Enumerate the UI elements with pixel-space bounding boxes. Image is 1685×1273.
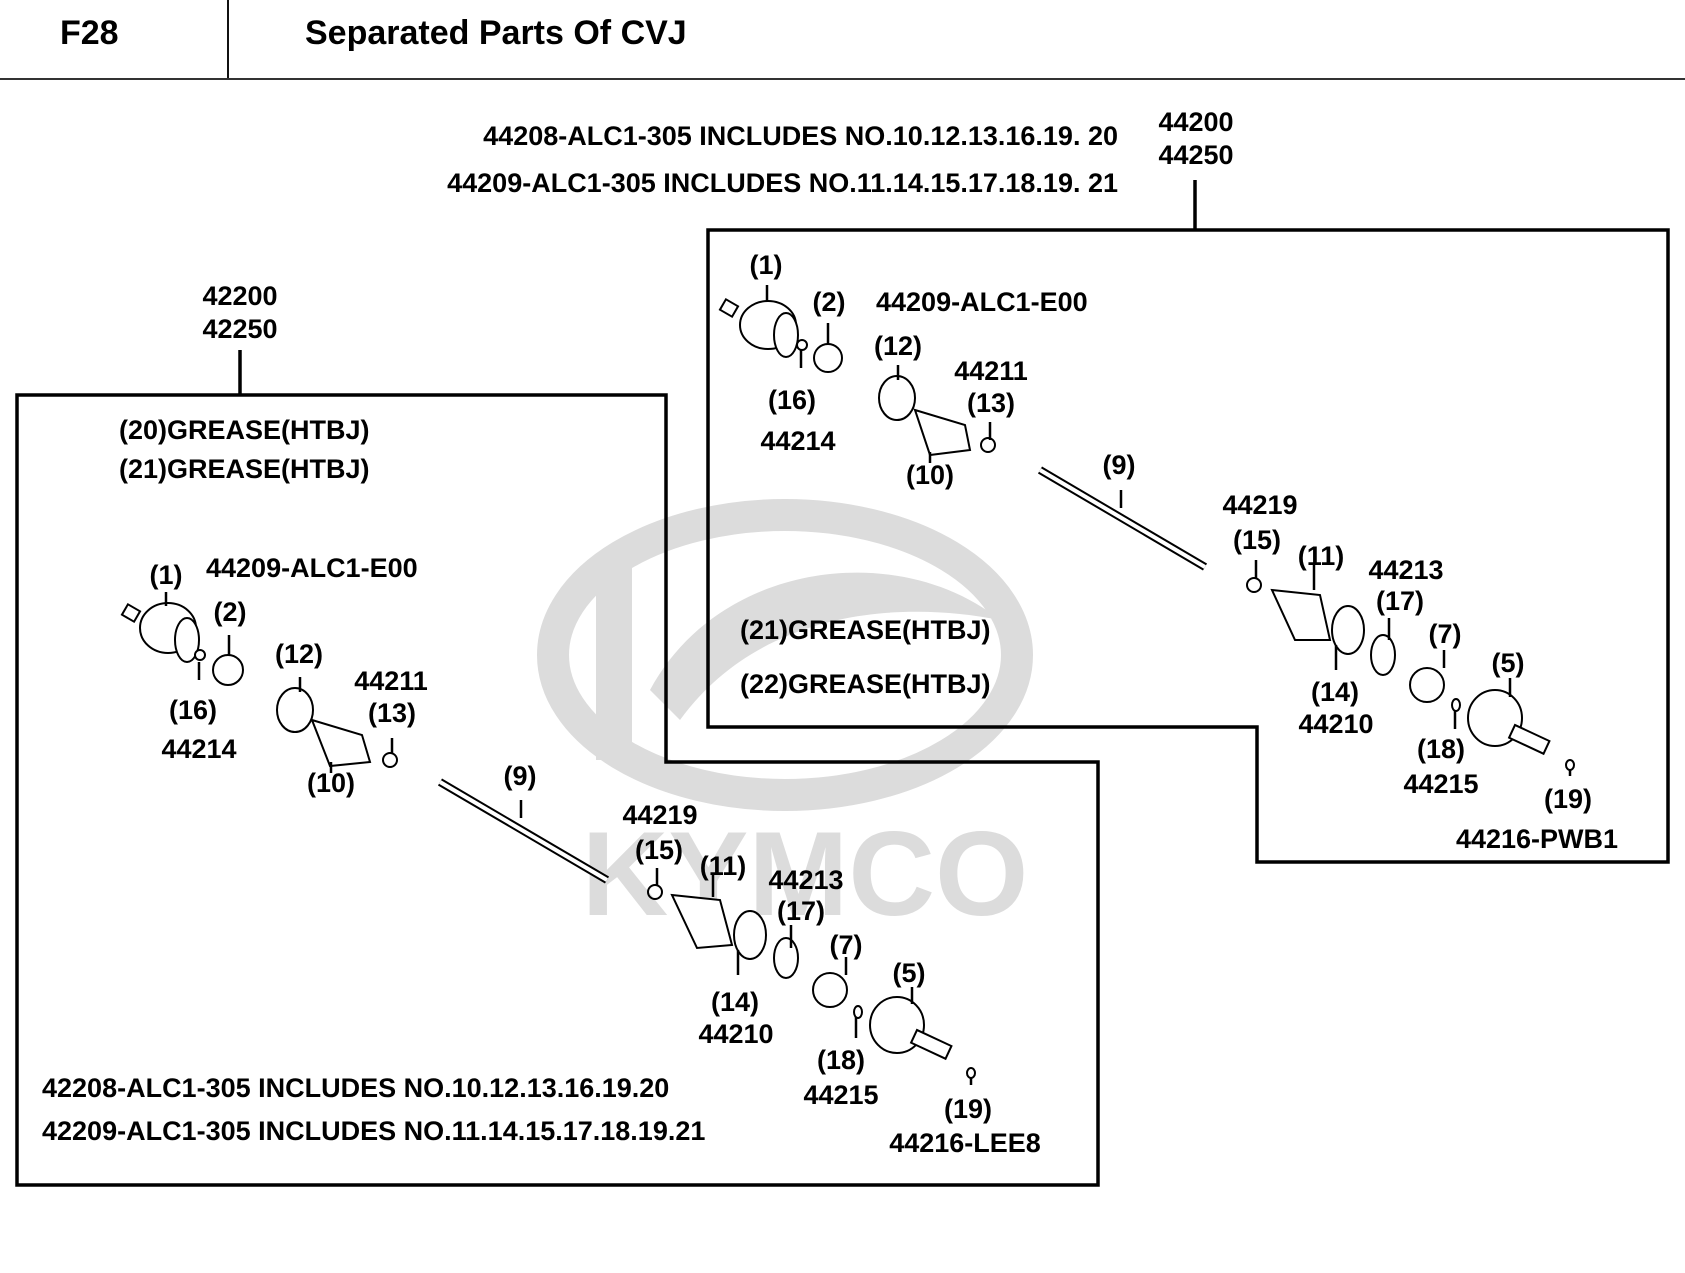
callout-10: (10) bbox=[306, 768, 356, 798]
callout-15: (15) bbox=[1232, 525, 1282, 555]
inner-race-7-part bbox=[812, 972, 848, 1008]
callout-2: (2) bbox=[812, 287, 846, 317]
callout-9: (9) bbox=[503, 761, 537, 791]
right-leader-lines bbox=[765, 285, 1572, 776]
part-number-19: 44216-PWB1 bbox=[1455, 824, 1619, 854]
part-number-19: 44216-LEE8 bbox=[889, 1128, 1041, 1158]
callout-17: (17) bbox=[1375, 586, 1425, 616]
figure-code: F28 bbox=[60, 14, 119, 52]
part-number-2: 44209-ALC1-E00 bbox=[206, 553, 418, 583]
callout-18: (18) bbox=[816, 1045, 866, 1075]
outer-boot-11-part bbox=[670, 893, 734, 950]
left-grease-note-1: (20)GREASE(HTBJ) bbox=[119, 415, 370, 445]
part-number-18: 44215 bbox=[803, 1080, 879, 1110]
left-parts bbox=[120, 602, 976, 1079]
left-leader-lines bbox=[164, 592, 973, 1085]
right-parts bbox=[718, 297, 1575, 771]
part-number-17: 44213 bbox=[768, 865, 844, 895]
stopper-ring-18-part bbox=[853, 1005, 863, 1019]
circlip-17-part bbox=[1370, 634, 1396, 676]
callout-11: (11) bbox=[1297, 541, 1345, 571]
right-kit-note-1: 44208-ALC1-305 INCLUDES NO.10.12.13.16.1… bbox=[483, 121, 1118, 151]
callout-9: (9) bbox=[1102, 450, 1136, 480]
callout-1: (1) bbox=[749, 250, 783, 280]
part-number-15: 44219 bbox=[1222, 490, 1298, 520]
inner-joint-housing-part bbox=[718, 297, 799, 358]
callout-5: (5) bbox=[1491, 648, 1525, 678]
part-number-15: 44219 bbox=[622, 800, 698, 830]
part-number-16: 44214 bbox=[161, 734, 237, 764]
part-number-14: 44210 bbox=[1298, 709, 1374, 739]
boot-band-12-part bbox=[878, 375, 916, 421]
part-number-13: 44211 bbox=[354, 666, 428, 696]
left-assembly-number-1: 42200 bbox=[202, 281, 278, 311]
tripod-joint-2-part bbox=[813, 343, 843, 373]
inner-boot-10-part bbox=[913, 408, 972, 457]
snap-ring-16-part bbox=[796, 339, 808, 351]
stopper-ring-18-part bbox=[1451, 698, 1461, 712]
callout-7: (7) bbox=[1428, 619, 1462, 649]
part-number-16: 44214 bbox=[760, 426, 836, 456]
right-assembly-number-1: 44200 bbox=[1158, 107, 1234, 137]
right-grease-note-2: (22)GREASE(HTBJ) bbox=[740, 669, 991, 699]
callout-14: (14) bbox=[1310, 677, 1360, 707]
left-kit-note-1: 42208-ALC1-305 INCLUDES NO.10.12.13.16.1… bbox=[42, 1073, 670, 1103]
callout-1: (1) bbox=[149, 560, 183, 590]
callout-19: (19) bbox=[943, 1094, 993, 1124]
snap-ring-16-part bbox=[194, 649, 206, 661]
callout-17: (17) bbox=[776, 896, 826, 926]
part-number-13: 44211 bbox=[954, 356, 1028, 386]
tripod-joint-2-part bbox=[212, 654, 244, 686]
right-assembly-frame bbox=[706, 228, 1670, 864]
watermark-ring bbox=[537, 499, 1033, 811]
callout-5: (5) bbox=[892, 958, 926, 988]
boot-band-14-part bbox=[733, 910, 767, 960]
callout-16: (16) bbox=[767, 385, 817, 415]
boot-band-15-part bbox=[647, 884, 663, 900]
callout-2: (2) bbox=[213, 597, 247, 627]
watermark-swoosh bbox=[650, 572, 1000, 720]
callout-7: (7) bbox=[829, 930, 863, 960]
left-assembly-frame bbox=[15, 393, 1100, 1187]
callout-13: (13) bbox=[966, 388, 1016, 418]
callout-11: (11) bbox=[699, 851, 747, 881]
right-kit-note-2: 44209-ALC1-305 INCLUDES NO.11.14.15.17.1… bbox=[447, 168, 1118, 198]
part-number-18: 44215 bbox=[1403, 769, 1479, 799]
outer-joint-5-part bbox=[869, 996, 953, 1061]
left-grease-note-2: (21)GREASE(HTBJ) bbox=[119, 454, 370, 484]
callout-12: (12) bbox=[274, 639, 324, 669]
watermark-bar bbox=[596, 560, 632, 760]
circlip-17-part bbox=[773, 937, 799, 979]
part-number-14: 44210 bbox=[698, 1019, 774, 1049]
callout-13: (13) bbox=[367, 698, 417, 728]
part-number-17: 44213 bbox=[1368, 555, 1444, 585]
callout-10: (10) bbox=[905, 460, 955, 490]
header-rule bbox=[0, 78, 1685, 80]
outer-joint-5-part bbox=[1467, 689, 1551, 756]
callout-15: (15) bbox=[634, 835, 684, 865]
figure-title: Separated Parts Of CVJ bbox=[305, 14, 687, 52]
left-kit-note-2: 42209-ALC1-305 INCLUDES NO.11.14.15.17.1… bbox=[42, 1116, 706, 1146]
callout-18: (18) bbox=[1416, 734, 1466, 764]
callout-19: (19) bbox=[1543, 784, 1593, 814]
right-grease-note-1: (21)GREASE(HTBJ) bbox=[740, 615, 991, 645]
boot-band-14-part bbox=[1331, 605, 1365, 655]
ring-19-part bbox=[966, 1067, 976, 1079]
callout-14: (14) bbox=[710, 987, 760, 1017]
header-divider bbox=[227, 0, 229, 80]
inner-race-7-part bbox=[1409, 667, 1445, 703]
boot-band-12-part bbox=[276, 687, 314, 733]
ring-19-part bbox=[1565, 759, 1575, 771]
boot-band-13-part bbox=[382, 752, 398, 768]
callout-12: (12) bbox=[873, 331, 923, 361]
part-number-2: 44209-ALC1-E00 bbox=[876, 287, 1088, 317]
inner-boot-10-part bbox=[310, 718, 372, 768]
inner-joint-housing-part bbox=[120, 602, 200, 663]
callout-16: (16) bbox=[168, 695, 218, 725]
left-assembly-number-2: 42250 bbox=[202, 314, 278, 344]
outer-boot-11-part bbox=[1270, 588, 1332, 641]
right-assembly-number-2: 44250 bbox=[1158, 140, 1234, 170]
boot-band-13-part bbox=[980, 437, 996, 453]
boot-band-15-part bbox=[1246, 577, 1262, 593]
